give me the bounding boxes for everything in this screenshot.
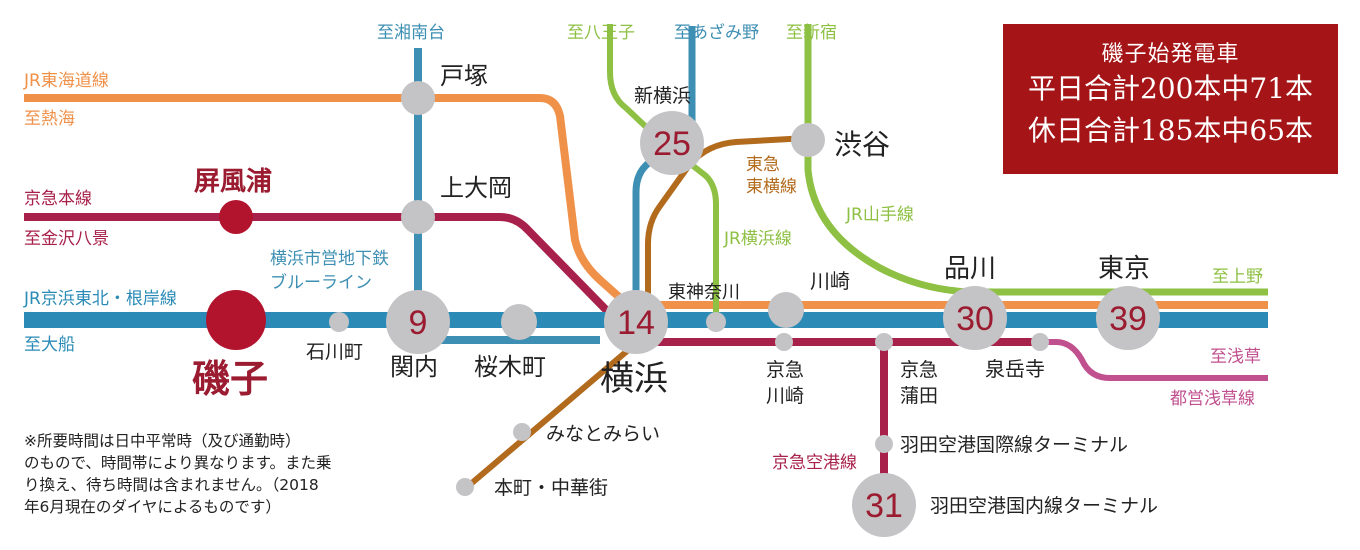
- station-marker-yokohama[interactable]: [604, 290, 668, 354]
- station-name-shinagawa: 品川: [944, 254, 996, 284]
- station-marker-haneda-intl[interactable]: [875, 435, 893, 453]
- station-marker-haneda-dom[interactable]: [852, 473, 916, 537]
- station-marker-byobugaura[interactable]: [219, 200, 253, 234]
- station-marker-shibuya[interactable]: [791, 123, 825, 157]
- label-to-asakusa: 至浅草: [1210, 347, 1261, 367]
- label-tokyu-toyoko-1: 東急: [746, 155, 780, 175]
- station-name-shin-yokohama: 新横浜: [634, 85, 691, 107]
- minutes-shin-yokohama: 25: [653, 125, 691, 163]
- station-name-isogo: 磯子: [192, 356, 268, 401]
- label-subway-line-1: 横浜市営地下鉄: [270, 249, 389, 269]
- toei-asakusa-line: [1040, 339, 1268, 381]
- minutes-tokyo: 39: [1109, 300, 1147, 338]
- travel-times: 9 14 25 30 39 31: [409, 125, 1147, 525]
- line-labels: JR東海道線 至熱海 京急本線 至金沢八景 JR京浜東北・根岸線 至大船 至湘南…: [23, 22, 1263, 473]
- label-jr-yokohama: JR横浜線: [723, 229, 792, 249]
- jr-tokaido-line: [24, 94, 1268, 309]
- station-marker-isogo[interactable]: [206, 290, 266, 350]
- footnote-line: 年6月現在のダイヤによるものです）: [24, 498, 281, 516]
- label-jr-yamanote: JR山手線: [845, 205, 914, 225]
- station-marker-kawasaki[interactable]: [768, 292, 804, 328]
- label-to-ueno: 至上野: [1212, 267, 1263, 287]
- station-marker-keikyu-kawasaki[interactable]: [775, 333, 793, 351]
- label-toei-asakusa: 都営浅草線: [1170, 389, 1255, 409]
- station-name-higashi-kanagawa: 東神奈川: [668, 282, 740, 303]
- label-to-kanazawa-hakkei: 至金沢八景: [24, 229, 109, 249]
- station-marker-kannai[interactable]: [386, 290, 450, 354]
- station-name-motomachi: 本町・中華街: [494, 477, 608, 499]
- station-marker-sakuragicho[interactable]: [501, 304, 537, 340]
- station-name-sengakuji: 泉岳寺: [985, 357, 1045, 381]
- station-names: 戸塚 上大岡 屏風浦 磯子 石川町 関内 桜木町 横浜 新横浜 渋谷 東神奈川 …: [192, 62, 1158, 517]
- station-markers: [206, 81, 1160, 537]
- label-to-shinjuku: 至新宿: [786, 23, 837, 43]
- footnote-line: り換え、待ち時間は含まれません。（2018: [24, 476, 319, 494]
- label-jr-keihin-negishi: JR京浜東北・根岸線: [23, 289, 177, 309]
- station-marker-kamiooka[interactable]: [401, 200, 435, 234]
- station-name-kamiooka: 上大岡: [440, 174, 512, 202]
- info-title: 磯子始発電車: [1101, 42, 1240, 67]
- minutes-haneda-dom: 31: [865, 487, 903, 525]
- station-name-tokyo: 東京: [1098, 254, 1150, 284]
- station-marker-motomachi[interactable]: [456, 478, 474, 496]
- label-to-ofuna: 至大船: [24, 335, 75, 355]
- station-marker-ishikawacho[interactable]: [329, 312, 349, 332]
- station-name-kawasaki: 川崎: [810, 269, 850, 293]
- station-marker-shinagawa[interactable]: [943, 286, 1007, 350]
- footnote-line: ※所要時間は日中平常時（及び通勤時）: [24, 432, 301, 450]
- station-name-haneda-dom: 羽田空港国内線ターミナル: [930, 495, 1158, 517]
- footnote: ※所要時間は日中平常時（及び通勤時） のもので、時間帯により異なります。また乗 …: [24, 430, 404, 518]
- minutes-kannai: 9: [409, 304, 428, 342]
- label-tokyu-toyoko-2: 東横線: [746, 177, 797, 197]
- info-holiday: 休日合計185本中65本: [1027, 114, 1314, 147]
- minutes-shinagawa: 30: [956, 300, 994, 338]
- station-marker-keikyu-kamata[interactable]: [875, 333, 893, 351]
- station-marker-tokyo[interactable]: [1096, 286, 1160, 350]
- label-to-hachioji: 至八王子: [567, 23, 635, 43]
- station-name-shibuya: 渋谷: [834, 128, 890, 161]
- station-marker-shin-yokohama[interactable]: [640, 111, 704, 175]
- tokyu-toyoko-line: [464, 135, 809, 491]
- station-name-yokohama: 横浜: [600, 359, 668, 399]
- label-to-shonandai: 至湘南台: [377, 23, 445, 43]
- station-name-minatomirai: みなとみらい: [546, 423, 660, 445]
- station-name-keikyu-kamata-1: 京急: [900, 359, 938, 381]
- label-to-atami: 至熱海: [24, 109, 75, 129]
- station-name-byobugaura: 屏風浦: [194, 166, 272, 197]
- station-marker-sengakuji[interactable]: [1031, 333, 1049, 351]
- minutes-yokohama: 14: [617, 304, 655, 342]
- station-name-kannai: 関内: [390, 353, 438, 381]
- label-jr-tokaido: JR東海道線: [23, 71, 109, 91]
- station-name-ishikawacho: 石川町: [306, 341, 363, 363]
- label-keikyu-airport: 京急空港線: [772, 453, 857, 473]
- label-subway-line-2: ブルーライン: [270, 272, 372, 293]
- station-name-sakuragicho: 桜木町: [474, 353, 546, 381]
- jr-yamanote-line: [804, 24, 1268, 296]
- station-marker-higashi-kanagawa[interactable]: [706, 312, 726, 332]
- station-marker-totsuka[interactable]: [401, 81, 435, 115]
- station-name-keikyu-kamata-2: 蒲田: [900, 385, 938, 407]
- station-marker-minatomirai[interactable]: [513, 423, 531, 441]
- info-box: 磯子始発電車 平日合計200本中71本 休日合計185本中65本: [1003, 24, 1338, 174]
- info-weekday: 平日合計200本中71本: [1027, 72, 1314, 105]
- footnote-line: のもので、時間帯により異なります。また乗: [24, 454, 332, 472]
- label-to-azamino: 至あざみ野: [674, 22, 759, 43]
- station-name-keikyu-kawasaki-2: 川崎: [766, 385, 804, 407]
- station-name-haneda-intl: 羽田空港国際線ターミナル: [900, 434, 1128, 456]
- station-name-keikyu-kawasaki-1: 京急: [766, 359, 804, 381]
- station-name-totsuka: 戸塚: [440, 62, 488, 90]
- label-keikyu-main: 京急本線: [24, 189, 92, 209]
